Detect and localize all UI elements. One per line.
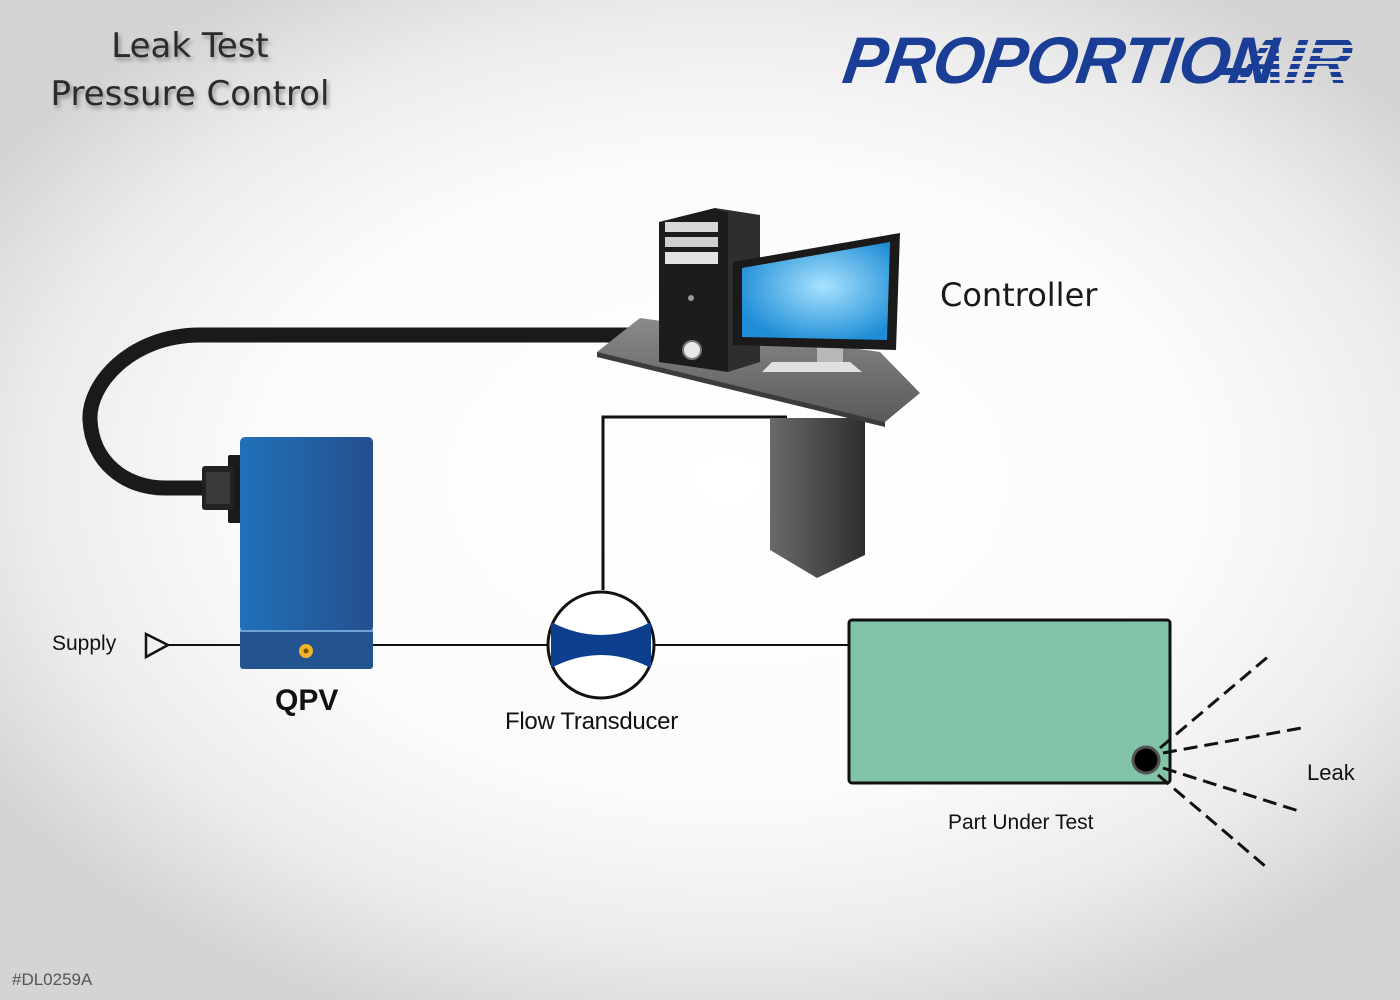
leak-label: Leak bbox=[1307, 760, 1355, 785]
flow-restriction-icon bbox=[551, 622, 651, 668]
qpv-valve bbox=[202, 437, 373, 669]
monitor bbox=[733, 233, 900, 372]
part-under-test bbox=[847, 618, 1172, 785]
part-under-test-label: Part Under Test bbox=[948, 811, 1094, 834]
page-title-line-2: Pressure Control bbox=[50, 74, 330, 114]
desk-stand bbox=[770, 418, 865, 578]
document-code: #DL0259A bbox=[12, 970, 93, 989]
leak-spray-icon bbox=[1157, 653, 1308, 868]
supply-port-icon bbox=[144, 631, 171, 660]
flow-transducer-label: Flow Transducer bbox=[505, 708, 678, 735]
qpv-label: QPV bbox=[275, 684, 339, 717]
controller-label: Controller bbox=[940, 276, 1098, 314]
page-title-line-1: Leak Test bbox=[111, 26, 269, 66]
controller-workstation bbox=[597, 208, 920, 578]
logo-text-left: PROPORTION bbox=[838, 23, 1282, 97]
control-cable bbox=[82, 327, 648, 496]
monitor-screen bbox=[742, 242, 890, 340]
supply-label: Supply bbox=[52, 632, 117, 655]
signal-wire bbox=[601, 415, 787, 590]
brand-logo: PROPORTION AIR bbox=[836, 23, 1366, 97]
logo-text-right: AIR bbox=[1234, 23, 1356, 97]
flow-transducer bbox=[546, 590, 656, 700]
leak-hole-icon bbox=[1131, 745, 1161, 775]
